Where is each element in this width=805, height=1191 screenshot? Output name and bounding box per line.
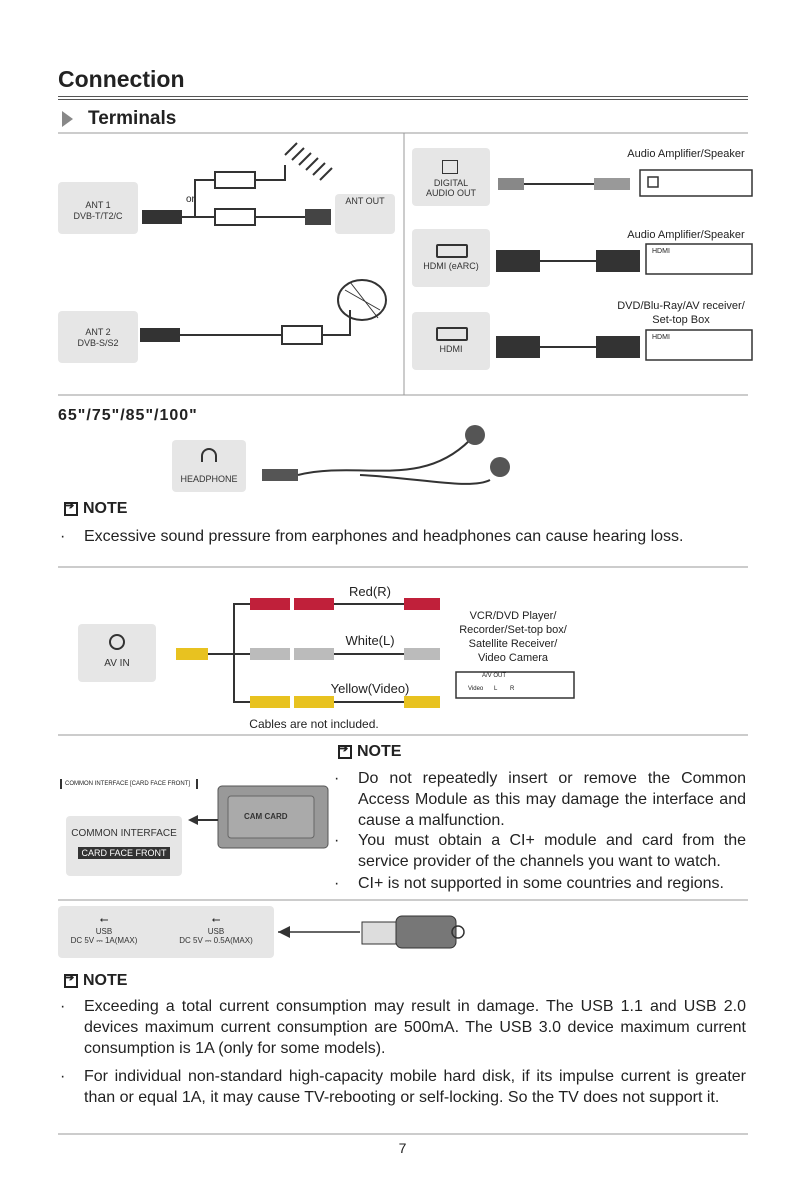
av-out-label: A/V OUT (482, 673, 507, 679)
ant2-label: ANT 2 (85, 327, 111, 337)
note-label: NOTE (357, 743, 402, 760)
hdmi-port-icon (436, 327, 468, 341)
note-1-text: Excessive sound pressure from earphones … (60, 526, 750, 547)
ci-label-top: COMMON INTERFACE (71, 828, 177, 839)
usb-icon: ⭠ (211, 914, 221, 926)
page-number: 7 (398, 1140, 407, 1156)
cables-not-included: Cables are not included. (249, 717, 379, 731)
av-device-label-2: Recorder/Set-top box/ (459, 624, 567, 636)
note-label: NOTE (83, 972, 128, 989)
av-in-label: AV IN (104, 658, 130, 669)
av-jack-r: R (510, 686, 515, 692)
earphone-left-icon (465, 425, 485, 445)
usb-icon: ⭠ (99, 914, 109, 926)
amplifier-label-2: Audio Amplifier/Speaker (627, 229, 745, 241)
section-title: Terminals (88, 108, 177, 129)
audio-amplifier-icon (639, 169, 753, 197)
dvd-label-1: DVD/Blu-Ray/AV receiver/ (617, 300, 745, 312)
av-in-jack-icon (109, 634, 125, 650)
earphone-right-icon (490, 457, 510, 477)
hdmi-earc-label: HDMI (eARC) (423, 261, 479, 271)
hdmi-earc-box: HDMI (eARC) (412, 229, 490, 287)
tv-sizes-label: 65"/75"/85"/100" (58, 407, 198, 424)
amp-hdmi-device-label: HDMI (652, 248, 670, 255)
usb-note-2: For individual non-standard high-capacit… (60, 1066, 746, 1108)
ant-out-label: ANT OUT (345, 196, 385, 206)
note-icon (64, 499, 78, 516)
yellow-label: Yellow(Video) (330, 681, 410, 696)
ci-slot-box: COMMON INTERFACE CARD FACE FRONT (66, 816, 182, 876)
digital-audio-out-box: DIGITAL AUDIO OUT (412, 148, 490, 206)
satellite-dish-icon (337, 279, 387, 321)
headphone-box: HEADPHONE (172, 440, 246, 492)
stb-hdmi-device-label: HDMI (652, 334, 670, 341)
hdmi-label: HDMI (439, 344, 463, 354)
amplifier-hdmi-icon (645, 243, 753, 275)
ant1-connector-icon (142, 210, 182, 224)
set-top-box-icon (645, 329, 753, 361)
ci-note-1: Do not repeatedly insert or remove the C… (334, 768, 746, 831)
usb-drive-icon (395, 915, 457, 949)
usb-note-1: Exceeding a total current consumption ma… (60, 996, 746, 1059)
or-label: or (186, 194, 195, 205)
av-device-label-4: Video Camera (477, 652, 549, 664)
ant2-terminal-box: ANT 2 DVB-S/S2 (58, 311, 138, 363)
note-icon (64, 971, 78, 988)
av-in-box: AV IN (78, 624, 156, 682)
ant-out-box: ANT OUT (335, 194, 395, 234)
note-heading-3: NOTE (64, 971, 128, 990)
av-device-icon (455, 671, 575, 699)
usb1-spec: DC 5V ⎓ 1A(MAX) (70, 936, 138, 945)
note-heading-1: NOTE (64, 499, 128, 518)
av-jack-l: L (494, 686, 498, 692)
title-rule-2 (58, 99, 748, 100)
headphone-label: HEADPHONE (180, 474, 238, 484)
note-icon (338, 742, 352, 759)
hdmi-earc-port-icon (436, 244, 468, 258)
cam-card-label: CAM CARD (244, 812, 288, 821)
optical-port-icon (442, 160, 458, 174)
amplifier-label-1: Audio Amplifier/Speaker (627, 148, 745, 160)
antenna-icon (284, 142, 333, 181)
note-label: NOTE (83, 500, 128, 517)
ci-note-2: You must obtain a CI+ module and card fr… (334, 830, 746, 872)
ant1-label: ANT 1 (85, 200, 111, 210)
av-device-label-1: VCR/DVD Player/ (469, 610, 557, 622)
digital-audio-label-1: DIGITAL (433, 178, 469, 188)
usb-ports-box: ⭠ USB DC 5V ⎓ 1A(MAX) ⭠ USB DC 5V ⎓ 0.5A… (58, 906, 274, 958)
section-arrow-icon (62, 111, 73, 127)
digital-audio-label-2: AUDIO OUT (425, 188, 476, 198)
ci-label-bottom: CARD FACE FRONT (78, 847, 170, 859)
dvd-label-2: Set-top Box (652, 314, 710, 326)
ant1-standard: DVB-T/T2/C (73, 211, 123, 221)
ant1-terminal-box: ANT 1 DVB-T/T2/C (58, 182, 138, 234)
ci-label-small: COMMON INTERFACE [CARD FACE FRONT] (60, 779, 198, 789)
red-label: Red(R) (349, 584, 391, 599)
av-device-label-3: Satellite Receiver/ (468, 638, 558, 650)
ci-note-3: CI+ is not supported in some countries a… (334, 873, 746, 894)
headphone-jack-icon (201, 448, 217, 462)
usb-2: ⭠ USB DC 5V ⎓ 0.5A(MAX) (166, 914, 266, 946)
usb2-label: USB (207, 927, 225, 936)
av-jack-video: Video (468, 686, 484, 692)
note-heading-2: NOTE (338, 742, 402, 761)
usb1-label: USB (95, 927, 113, 936)
white-label: White(L) (345, 633, 395, 648)
ant2-standard: DVB-S/S2 (77, 338, 119, 348)
hdmi-box: HDMI (412, 312, 490, 370)
usb2-spec: DC 5V ⎓ 0.5A(MAX) (179, 936, 253, 945)
usb-plug-icon (361, 921, 397, 945)
page-title: Connection (58, 66, 185, 92)
usb-1: ⭠ USB DC 5V ⎓ 1A(MAX) (64, 914, 144, 946)
title-rule (58, 96, 748, 97)
